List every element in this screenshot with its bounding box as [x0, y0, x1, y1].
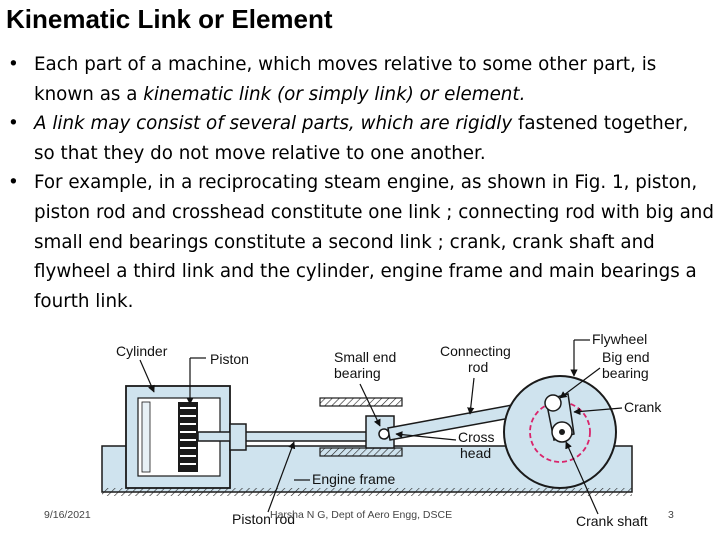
label-big-end-2: bearing	[602, 365, 649, 381]
label-engine-frame: Engine frame	[312, 471, 395, 487]
small-end-pin	[378, 428, 390, 440]
bullet-2-text: fastened together, so that they do not m…	[34, 113, 689, 164]
bullet-1-italic: kinematic link (or simply link) or eleme…	[143, 83, 526, 105]
leader-cylinder	[139, 359, 155, 393]
label-flywheel: Flywheel	[592, 331, 647, 347]
bullet-list: Each part of a machine, which moves rela…	[6, 50, 714, 316]
leader-small-end	[359, 383, 381, 427]
crosshead-guide-top	[319, 397, 403, 407]
label-piston: Piston	[210, 351, 249, 367]
crosshead-guide-bottom	[319, 447, 403, 457]
label-piston-rod: Piston rod	[232, 511, 295, 527]
bullet-item-2: A link may consist of several parts, whi…	[6, 109, 714, 168]
label-cross-2: head	[460, 445, 491, 461]
steam-engine-diagram: Cylinder Piston Small end bearing Connec…	[101, 331, 662, 529]
leader-crosshead	[395, 431, 457, 441]
label-connecting-1: Connecting	[440, 343, 511, 359]
crank-shaft-centre	[559, 429, 565, 435]
label-connecting-2: rod	[468, 359, 488, 375]
gland	[229, 423, 247, 451]
leader-piston-rod	[267, 441, 296, 513]
footer-author: Harsha N G, Dept of Aero Engg, DSCE	[270, 509, 453, 521]
crank-path	[529, 401, 591, 463]
bullet-2-italic: A link may consist of several parts, whi…	[34, 113, 513, 135]
leader-crank-shaft	[565, 441, 599, 515]
leader-connecting-rod	[467, 377, 475, 415]
bullet-1-text: Each part of a machine, which moves rela…	[34, 54, 657, 105]
label-small-end-2: bearing	[334, 365, 381, 381]
slide-title: Kinematic Link or Element	[6, 4, 333, 34]
leader-big-end	[559, 367, 601, 399]
bullet-3-text: For example, in a reciprocating steam en…	[34, 172, 715, 312]
engine-frame-hatch	[102, 488, 632, 496]
label-cylinder: Cylinder	[116, 343, 168, 359]
label-crank: Crank	[624, 399, 662, 415]
leader-crank	[573, 407, 623, 416]
big-end-bearing	[544, 394, 562, 412]
piston	[178, 402, 198, 472]
label-big-end-1: Big end	[602, 349, 649, 365]
footer-page: 3	[668, 509, 674, 521]
footer-date: 9/16/2021	[44, 509, 91, 521]
label-crank-shaft: Crank shaft	[576, 513, 648, 529]
piston-rod	[197, 431, 389, 442]
label-small-end-1: Small end	[334, 349, 396, 365]
bullet-item-1: Each part of a machine, which moves rela…	[6, 50, 714, 109]
bullet-item-3: For example, in a reciprocating steam en…	[6, 168, 714, 316]
label-cross-1: Cross	[458, 429, 495, 445]
